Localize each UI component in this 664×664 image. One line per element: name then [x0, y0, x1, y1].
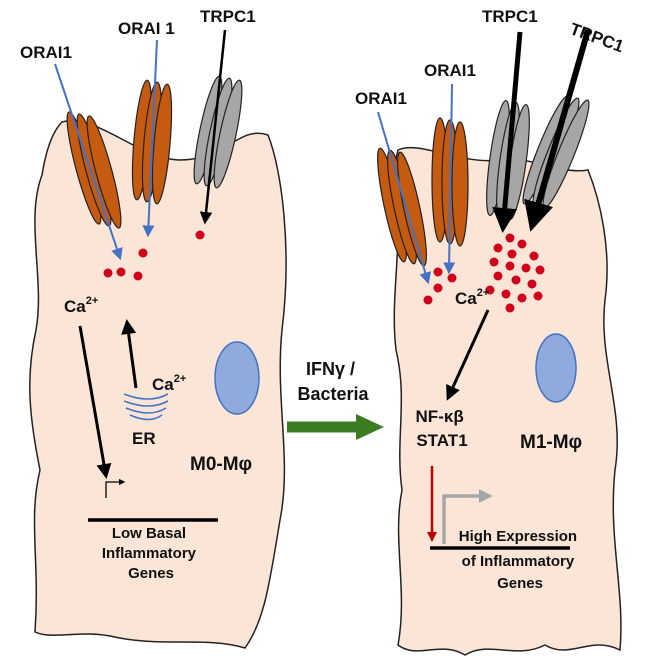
m0-calcium-ions: [103, 230, 205, 281]
stimulus-arrow-head: [356, 414, 384, 440]
stimulus-label: IFNγ / Bacteria: [297, 359, 369, 404]
m0-orai1-channel-a: [66, 111, 122, 229]
m1-cell-type-label: M1-Mφ: [520, 432, 582, 453]
m1-promoter-arrow: [442, 489, 493, 544]
m0-er-release-arrow: [121, 319, 138, 389]
m1-trpc1-label-b: TRPC1: [567, 19, 626, 56]
m0-trpc1-influx-arrow: [199, 29, 227, 225]
m1-orai1-influx-arrow-a: [377, 111, 432, 285]
m0-gene-label: Low Basal Inflammatory Genes: [102, 525, 200, 582]
m1-gene-label: High Expression of Inflammatory Genes: [459, 528, 582, 592]
m0-cell-type-label: M0-Mφ: [190, 454, 252, 475]
m1-trpc1-influx-arrow-b: [524, 29, 591, 232]
endoplasmic-reticulum-icon: [123, 393, 169, 421]
m0-calcium-to-gene-arrow: [78, 325, 112, 479]
m0-orai1-influx-arrow-a: [54, 63, 123, 261]
m1-orai1-channel-a: [377, 147, 427, 267]
m1-calcium-to-nfkb-arrow: [446, 309, 490, 401]
m1-orai1-channel-b: [431, 117, 469, 247]
m0-orai1-influx-arrow-b: [142, 39, 158, 238]
m1-orai1-label-b: ORAI1: [424, 61, 476, 80]
m0-trpc1-label: TRPC1: [200, 7, 256, 26]
m0-orai1-label-a: ORAI1: [20, 43, 72, 62]
m1-calcium-label: Ca2+: [455, 287, 489, 308]
m0-promoter-arrow: [105, 478, 126, 498]
m1-calcium-ions: [423, 233, 545, 313]
m1-orai1-label-a: ORAI1: [355, 89, 407, 108]
m1-trpc1-influx-arrow-a: [492, 31, 523, 233]
m1-trpc1-label-a: TRPC1: [482, 7, 538, 26]
m0-calcium-label: Ca2+: [64, 295, 98, 316]
m1-transcription-factors-label: NF-κβ STAT1: [416, 407, 469, 450]
m1-nucleus: [535, 333, 577, 403]
m1-orai1-influx-arrow-b: [443, 83, 456, 275]
er-label: ER: [132, 429, 156, 448]
m0-nucleus: [214, 341, 260, 415]
m0-orai1-label-b: ORAI 1: [118, 19, 175, 38]
m0-er-calcium-label: Ca2+: [152, 373, 186, 394]
m0-cell-membrane: [29, 119, 287, 649]
